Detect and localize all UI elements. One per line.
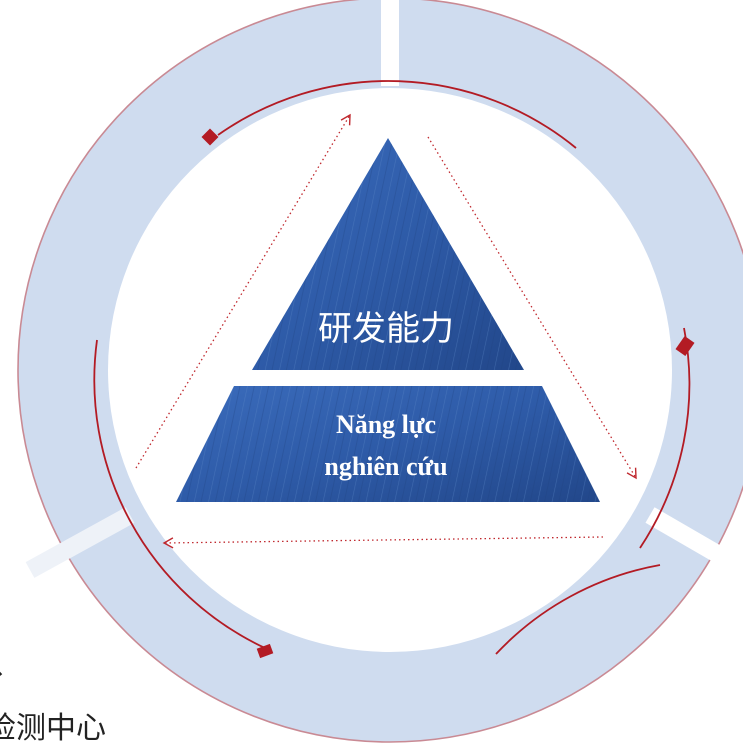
arc-left	[93, 339, 266, 649]
cut-off-text-line2: 检测中心	[0, 711, 106, 746]
inner-red-arcs	[93, 80, 691, 655]
diamond-marker	[201, 128, 219, 146]
outer-ring	[17, 0, 743, 743]
arrow-left-bottom	[162, 536, 604, 549]
ring-separator-right	[645, 507, 743, 578]
arrow-up-left	[135, 113, 351, 469]
pyramid-bottom-label-line2: nghiên cứu	[324, 452, 447, 481]
pyramid-top-label: 研发能力	[318, 310, 454, 348]
arc-right	[639, 327, 691, 549]
ring-separator-left	[25, 507, 135, 578]
ring-outer-edge	[17, 0, 743, 743]
pyramid-bottom-tier-texture	[176, 386, 600, 502]
arc-bottom	[495, 564, 661, 655]
cycle-arrows	[135, 113, 637, 549]
pyramid-top-tier-texture	[252, 138, 524, 370]
pyramid: 研发能力 Năng lực nghiên cứu	[176, 138, 600, 502]
cut-off-text-line1: 、	[0, 650, 22, 680]
diamond-marker	[256, 643, 274, 659]
diamond-markers	[201, 128, 695, 659]
pyramid-bottom-label-line1: Năng lực	[336, 410, 436, 439]
diamond-marker	[675, 336, 695, 356]
arc-top	[217, 80, 577, 149]
